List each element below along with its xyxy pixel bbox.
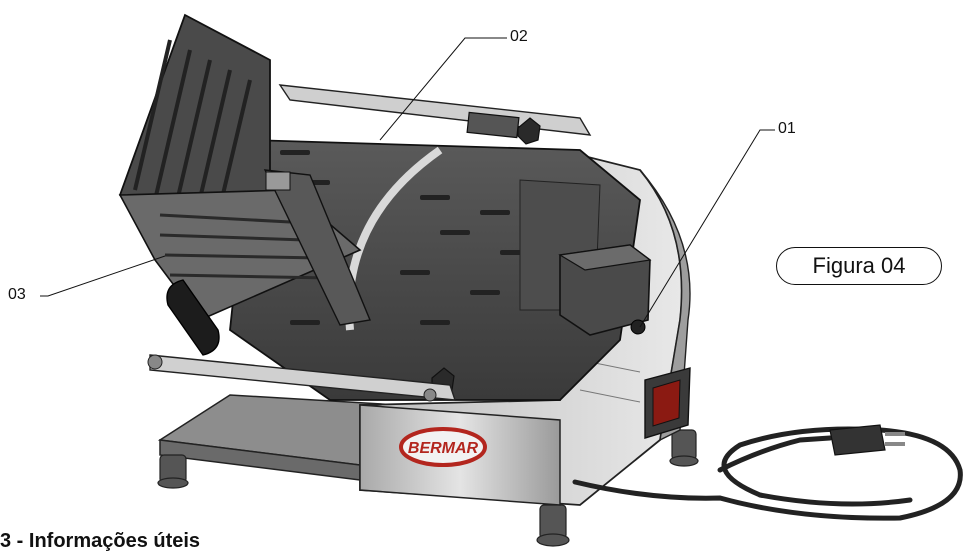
callout-02: 02: [510, 28, 528, 45]
leader-03: [40, 255, 166, 297]
callout-01: 01: [778, 120, 796, 137]
power-switch: [644, 367, 691, 439]
brand-logo: BERMAR: [408, 440, 479, 457]
plug-icon: [829, 424, 905, 456]
top-guide-rail: [278, 84, 592, 139]
section-heading: 3 - Informações úteis: [0, 530, 201, 552]
leader-01: [639, 129, 775, 328]
callout-leaders: [40, 37, 775, 328]
brand-logo-badge: [399, 427, 487, 467]
leader-02: [379, 37, 507, 141]
carriage-handle: [166, 279, 220, 356]
callout-03: 03: [8, 286, 26, 303]
front-panel: BERMAR: [359, 404, 561, 506]
figure-label: Figura 04: [776, 247, 942, 285]
feet: [157, 429, 699, 547]
sharpener: [558, 244, 652, 336]
carriage-rod: [147, 354, 457, 402]
power-cord: [572, 426, 963, 521]
blade-cover: [229, 139, 641, 401]
